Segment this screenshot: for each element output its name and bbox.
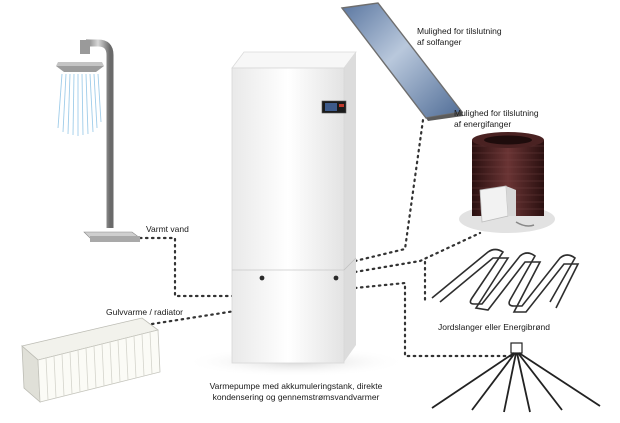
- connection-energy-collector: [353, 231, 482, 274]
- solar-label-line-2: af solfanger: [417, 37, 462, 47]
- heat-pump-label: Varmepumpe med akkumuleringstank, direkt…: [168, 381, 424, 403]
- solar-label: Mulighed for tilslutning af solfanger: [417, 26, 502, 48]
- heat-pump-label-line-2: kondensering og gennemstrømsvandvarmer: [212, 392, 380, 402]
- radiator-icon: [21, 317, 161, 403]
- heat-pump-label-line-1: Varmepumpe med akkumuleringstank, direkt…: [209, 381, 383, 391]
- ground-loops-icon: [431, 248, 580, 313]
- energy-collector-label-line-1: Mulighed for tilslutning: [454, 108, 539, 118]
- shower-icon: [56, 39, 141, 242]
- geothermal-well-icon: [431, 342, 601, 413]
- hot-water-label: Varmt vand: [146, 224, 189, 234]
- connection-solar: [353, 118, 425, 263]
- connection-lines: [138, 118, 514, 358]
- heat-pump-unit-icon: [231, 51, 357, 364]
- connection-ground: [353, 281, 514, 358]
- energy-collector-label-line-2: af energifanger: [454, 119, 512, 129]
- ground-loops-label: Jordslanger eller Energibrønd: [438, 322, 550, 332]
- energy-collector-label: Mulighed for tilslutning af energifanger: [454, 108, 539, 130]
- solar-panel-icon: [340, 2, 464, 121]
- connection-floor-heating: [150, 309, 237, 326]
- energy-collector-icon: [459, 132, 555, 233]
- floor-heating-label: Gulvvarme / radiator: [106, 307, 183, 317]
- connection-hot-water: [138, 236, 236, 298]
- solar-label-line-1: Mulighed for tilslutning: [417, 26, 502, 36]
